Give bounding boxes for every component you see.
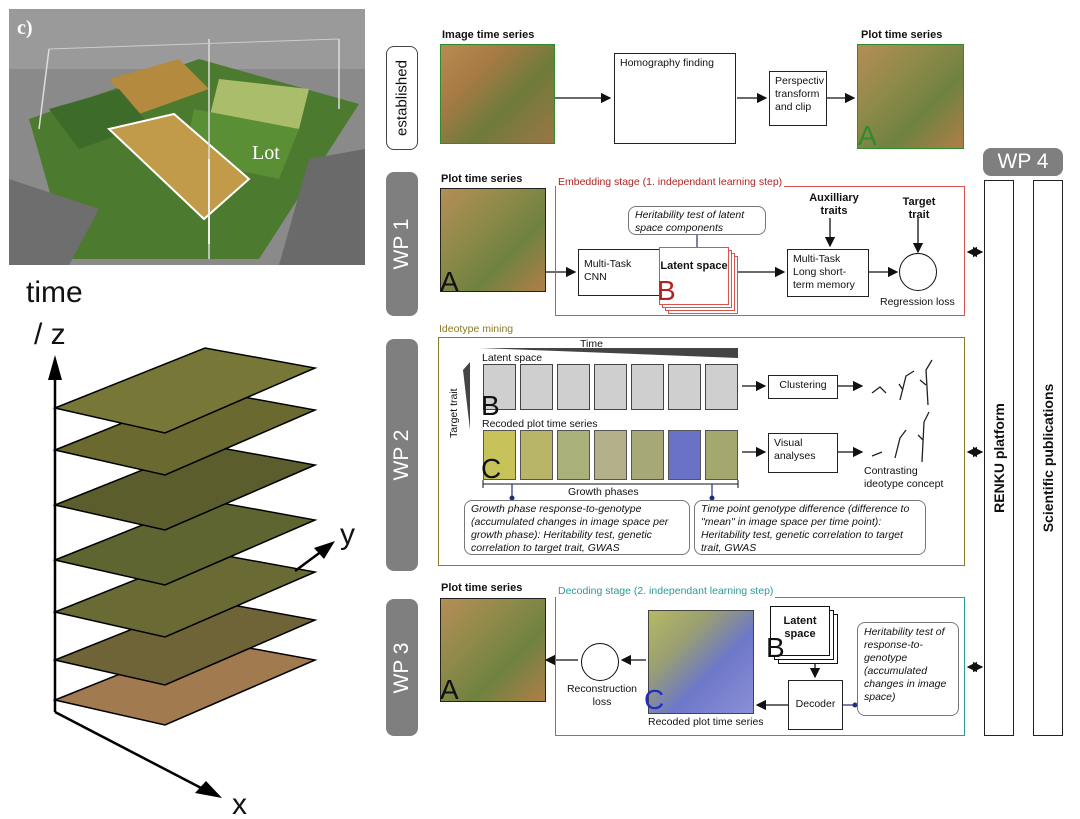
letter-b-wp2: B — [481, 390, 500, 421]
recoded-frame — [594, 430, 627, 480]
recoded-frame — [483, 430, 516, 480]
plot-time-series-thumbnail-established — [857, 44, 964, 149]
recoded-frame — [557, 430, 590, 480]
image-time-series-title: Image time series — [442, 29, 535, 41]
time-stack — [48, 347, 335, 798]
photo-lot-label: Lot — [252, 142, 280, 164]
letter-b-wp1: B — [657, 275, 676, 306]
row-label-wp2: WP 2 — [386, 339, 418, 571]
perspective-transform-box: Perspectiv transform and clip — [769, 71, 827, 126]
letter-a-wp3: A — [440, 674, 459, 705]
latent-frame — [705, 364, 738, 410]
plot-time-series-thumbnail-wp1 — [440, 188, 546, 292]
photo-label: c) — [17, 17, 33, 39]
axis-y-label: y — [340, 518, 355, 551]
recoded-plot-time-series-label-wp2: Recoded plot time series — [482, 418, 598, 430]
homography-box: Homography finding — [614, 53, 736, 144]
wp4-badge: WP 4 — [983, 148, 1063, 176]
plot-time-series-title-established: Plot time series — [861, 29, 943, 41]
recoded-frame — [668, 430, 701, 480]
letter-a-wp1: A — [440, 266, 459, 297]
visual-analyses-box: Visual analyses — [768, 433, 838, 473]
multitask-lstm-box: Multi-Task Long short-term memory — [787, 249, 869, 297]
latent-frame — [557, 364, 590, 410]
recoded-thumbnail-wp3 — [648, 610, 754, 714]
recoded-frame — [520, 430, 553, 480]
scientific-publications-column: Scientific publications — [1033, 180, 1063, 736]
reconstruction-loss-circle — [581, 643, 619, 681]
aerial-photo: c) Lot — [9, 9, 365, 265]
ideotype-mining-title: Ideotype mining — [439, 323, 514, 335]
row-label-established: established — [386, 46, 418, 150]
letter-c-wp2: C — [481, 453, 502, 484]
recoded-frame — [631, 430, 664, 480]
latent-space-box-wp3: Latent space — [770, 606, 830, 656]
ideotype-mining-frame — [438, 337, 965, 566]
auxiliary-traits-label: Auxilliary traits — [809, 192, 859, 217]
axis-time-label: time — [26, 276, 83, 309]
aerial-photo-drawing — [9, 9, 365, 265]
latent-frame — [668, 364, 701, 410]
latent-frame — [520, 364, 553, 410]
latent-space-box: Latent space — [659, 247, 729, 305]
row-label-wp1: WP 1 — [386, 172, 418, 316]
latent-frame — [594, 364, 627, 410]
letter-b-wp3: B — [766, 632, 785, 663]
recoded-frame — [705, 430, 738, 480]
heritability-latent-note: Heritability test of latent space compon… — [628, 206, 766, 235]
axis-x-label: x — [232, 788, 247, 819]
image-time-series-thumbnail — [440, 44, 555, 144]
plot-time-series-title-wp3: Plot time series — [441, 582, 523, 594]
renku-platform-column: RENKU platform — [984, 180, 1014, 736]
row-label-wp3: WP 3 — [386, 599, 418, 736]
time-point-note: Time point genotype difference (differen… — [694, 500, 926, 555]
plot-time-series-thumbnail-wp3 — [440, 598, 546, 702]
contrasting-ideotype-label: Contrasting ideotype concept — [864, 465, 944, 490]
perspective-transform-label: Perspectiv transform and clip — [775, 75, 825, 113]
letter-c-wp3: C — [644, 684, 665, 715]
decoder-box: Decoder — [788, 680, 843, 730]
growth-phase-note: Growth phase response-to-genotype (accum… — [464, 500, 690, 555]
decoding-stage-title: Decoding stage (2. independant learning … — [556, 585, 776, 598]
latent-space-label-wp2: Latent space — [482, 352, 543, 364]
reconstruction-loss-label: Reconstruction loss — [566, 683, 638, 708]
latent-frame — [631, 364, 664, 410]
recoded-plot-time-series-label-wp3: Recoded plot time series — [648, 716, 764, 728]
growth-phases-label: Growth phases — [568, 486, 639, 498]
multitask-cnn-box: Multi-Task CNN — [578, 249, 660, 296]
regression-loss-circle — [899, 253, 937, 291]
latent-frame — [483, 364, 516, 410]
target-trait-label-wp1: Target trait — [902, 196, 936, 221]
plot-time-series-title-wp1: Plot time series — [441, 173, 523, 185]
regression-loss-label: Regression loss — [880, 296, 955, 308]
axis-z-label: / z — [34, 318, 66, 351]
clustering-box: Clustering — [768, 375, 838, 399]
homography-label: Homography finding — [620, 57, 714, 69]
target-trait-label-wp2: Target trait — [448, 388, 460, 438]
heritability-response-note: Heritability test of response-to-genotyp… — [857, 622, 959, 716]
letter-a-established: A — [858, 120, 877, 151]
embedding-stage-title: Embedding stage (1. independant learning… — [556, 176, 785, 189]
time-label: Time — [580, 338, 603, 350]
